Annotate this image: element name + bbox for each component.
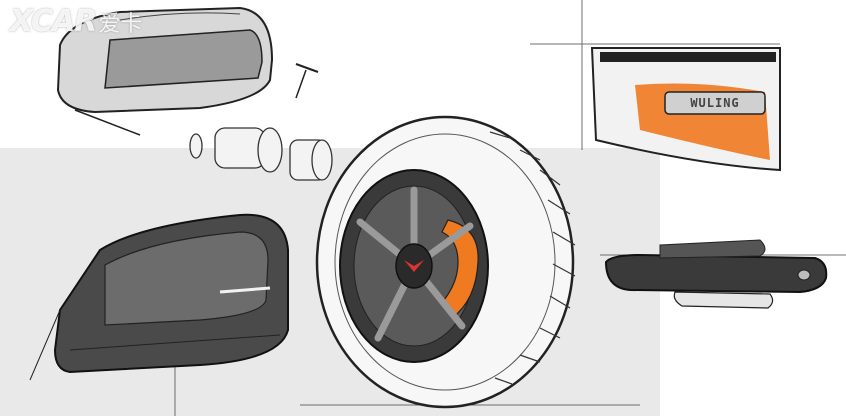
door-handle-sketch (604, 239, 828, 309)
watermark-sub-text: 爱卡 (98, 11, 143, 37)
watermark-logo: XCAR 爱卡 (10, 4, 142, 39)
mirror-sketch-top (56, 6, 319, 136)
badge-lettering: WULING (690, 96, 740, 110)
cylinder-parts (189, 127, 333, 181)
mirror-sketch-bottom (29, 213, 289, 381)
watermark-logo-text: XCAR (10, 4, 97, 39)
wheel-sketch (315, 115, 576, 409)
badge-sketch (590, 47, 781, 172)
